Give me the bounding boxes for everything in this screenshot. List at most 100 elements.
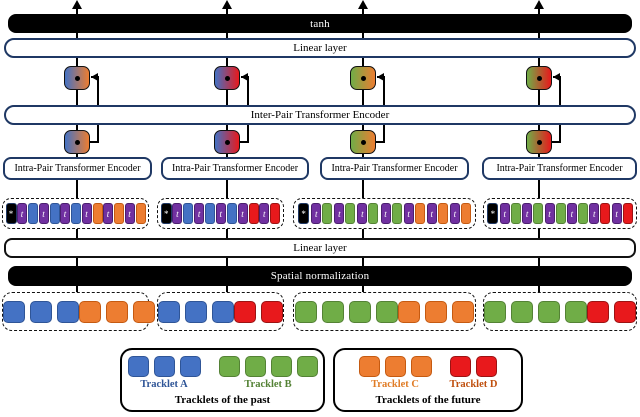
intra-pair-label-4: Intra-Pair Transformer Encoder: [496, 163, 623, 174]
cls-dot: [537, 140, 542, 145]
legend-past-title: Tracklets of the past: [174, 394, 271, 406]
spatial-normalization-label: Spatial normalization: [270, 270, 370, 282]
token-pair-red: t: [589, 203, 611, 224]
token-pair-orange: t: [103, 203, 124, 224]
token-pair-blue: t: [172, 203, 194, 224]
tanh-layer: tanh: [8, 14, 632, 33]
detection-box-blue: [212, 300, 234, 323]
time-token: t: [403, 203, 414, 224]
output-arrow-pair-AC: [72, 0, 82, 9]
detection-box-orange: [425, 300, 448, 323]
feature-token-green: [555, 203, 566, 224]
detection-box-green: [538, 300, 560, 323]
legend-future-title: Tracklets of the future: [375, 394, 481, 406]
token-pair-orange: t: [124, 203, 146, 224]
time-token: t: [566, 203, 577, 224]
detection-box-orange: [452, 300, 475, 323]
legend-future-entries: Tracklet C Tracklet D: [358, 356, 497, 390]
detection-box-green: [321, 300, 344, 323]
time-token: t: [589, 203, 600, 224]
feature-token-red: [622, 203, 633, 224]
legend-entry-red: Tracklet D: [449, 356, 497, 390]
feature-token-green: [391, 203, 402, 224]
feature-token-green: [533, 203, 544, 224]
feed-line-h-pair-AD: [240, 141, 249, 143]
feature-token-orange: [114, 203, 124, 224]
legend-box-blue: [179, 356, 201, 377]
detection-box-red: [614, 300, 636, 323]
linear-layer-top: Linear layer: [4, 38, 636, 58]
time-token: t: [172, 203, 183, 224]
detection-box-green: [348, 300, 371, 323]
token-pair-green: t: [380, 203, 402, 224]
detection-box-green: [511, 300, 533, 323]
feature-token-green: [510, 203, 521, 224]
time-token: t: [103, 203, 113, 224]
tracklet-pair-group-pair-AC: [2, 292, 155, 331]
time-token: t: [380, 203, 391, 224]
legend-box-blue: [127, 356, 149, 377]
time-token: t: [426, 203, 437, 224]
feed-line-h-pair-BD: [552, 141, 561, 143]
legend-entry-label: Tracklet A: [140, 379, 188, 390]
residual-arrowhead-pair-AC: [91, 73, 98, 81]
token-pair-orange: t: [81, 203, 103, 224]
detection-box-orange: [79, 300, 101, 323]
pair-embedding-pair-AD-post-inter: [214, 66, 240, 90]
legend-box-orange: [384, 356, 406, 377]
token-pair-red: t: [237, 203, 259, 224]
feed-line-v-pair-BC: [383, 125, 385, 143]
feed-line-v-pair-AD: [247, 125, 249, 143]
tracklet-set-red: [234, 300, 283, 323]
time-token: t: [194, 203, 205, 224]
intra-pair-encoder-2: Intra-Pair Transformer Encoder: [161, 157, 309, 180]
time-token: t: [38, 203, 49, 224]
token-pair-green: t: [522, 203, 544, 224]
intra-pair-encoder-3: Intra-Pair Transformer Encoder: [320, 157, 469, 180]
token-pair-blue: t: [194, 203, 216, 224]
intra-pair-label-3: Intra-Pair Transformer Encoder: [331, 163, 458, 174]
feed-line-v-pair-AC: [97, 125, 99, 143]
legend-box-red: [449, 356, 471, 377]
time-token: t: [357, 203, 368, 224]
feature-token-blue: [28, 203, 38, 224]
tracklet-set-green: [294, 300, 398, 323]
time-token: t: [259, 203, 270, 224]
pair-embedding-pair-BD-post-inter: [526, 66, 552, 90]
legend-squares-blue: [127, 356, 201, 377]
time-token: t: [544, 203, 555, 224]
token-pair-green: t: [544, 203, 566, 224]
pair-embedding-pair-AC-post-inter: [64, 66, 90, 90]
tracklet-pair-group-pair-BD: [483, 292, 637, 331]
detection-box-green: [294, 300, 317, 323]
token-pair-blue: t: [38, 203, 60, 224]
residual-arrowhead-pair-BC: [377, 73, 384, 81]
residual-line-v-pair-BC: [383, 77, 385, 105]
token-pair-red: t: [611, 203, 633, 224]
detection-box-blue: [158, 300, 180, 323]
tracklet-pair-group-pair-AD: [157, 292, 284, 331]
token-pair-orange: t: [403, 203, 425, 224]
token-pair-green: t: [334, 203, 356, 224]
legend-box-orange: [410, 356, 432, 377]
tracklet-set-blue: [3, 300, 79, 323]
legend-squares-orange: [358, 356, 432, 377]
intra-pair-label-2: Intra-Pair Transformer Encoder: [171, 163, 299, 174]
feature-token-orange: [92, 203, 103, 224]
detection-box-red: [587, 300, 609, 323]
token-pair-blue: t: [17, 203, 38, 224]
feature-token-green: [322, 203, 333, 224]
legend-box-red: [475, 356, 497, 377]
legend-entry-label: Tracklet C: [371, 379, 419, 390]
legend-past-entries: Tracklet A Tracklet B: [127, 356, 318, 390]
cls-token: *: [5, 203, 17, 224]
legend-entry-green: Tracklet B: [218, 356, 318, 390]
cls-dot: [225, 76, 230, 81]
feed-line-h-pair-AC: [90, 141, 99, 143]
detection-box-green: [484, 300, 506, 323]
residual-line-v-pair-BD: [559, 77, 561, 105]
detection-box-orange: [133, 300, 155, 323]
tracklet-set-orange: [398, 300, 475, 323]
cls-dot: [75, 140, 80, 145]
